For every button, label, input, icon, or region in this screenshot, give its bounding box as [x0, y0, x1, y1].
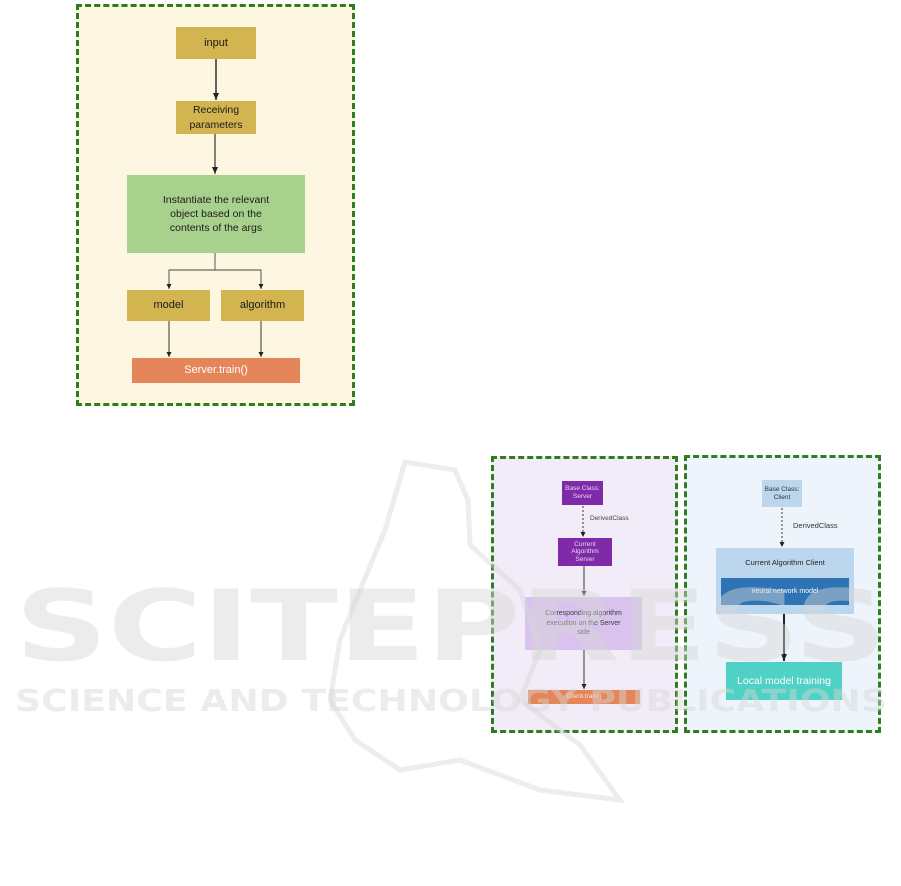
input-node: input [176, 27, 256, 59]
receiving-parameters-node: Receiving parameters [176, 101, 256, 134]
server-execution-node: Corresponding algorithm execution on the… [525, 597, 642, 650]
server-train-node: Server.train() [132, 358, 300, 383]
current-algorithm-server-node: Current Algorithm Server [558, 538, 612, 566]
neural-network-model-node: neural network model [721, 578, 849, 605]
server-derived-class-label: DerivedClass [590, 515, 629, 522]
model-node: model [127, 290, 210, 321]
current-algorithm-client-label: Current Algorithm Client [745, 558, 825, 567]
base-class-server-node: Base Class: Server [562, 481, 603, 505]
client-derived-class-label: DerivedClass [793, 521, 838, 530]
algorithm-node: algorithm [221, 290, 304, 321]
branch-connector [168, 269, 262, 289]
instantiate-node: Instantiate the relevant object based on… [127, 175, 305, 253]
client-train-node: Client.train() [528, 690, 640, 704]
local-model-training-node: Local model training [726, 662, 842, 700]
base-class-client-node: Base Class: Client [762, 480, 802, 507]
